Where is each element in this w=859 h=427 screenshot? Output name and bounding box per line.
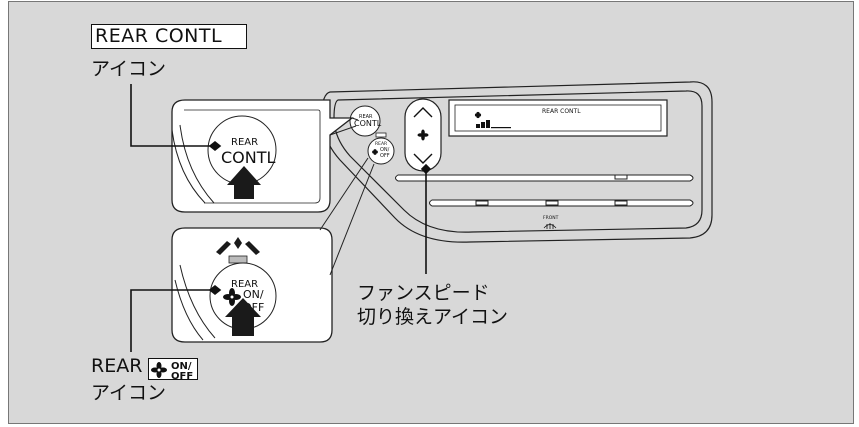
panel-onoff-top: REAR <box>375 141 387 147</box>
zoom-onoff-top: REAR <box>231 279 258 290</box>
fan-speed-switch[interactable] <box>404 98 442 172</box>
panel-onoff-button[interactable]: REAR ON/ OFF <box>367 137 395 165</box>
press-arrow-icon-2 <box>225 298 261 336</box>
fan-icon <box>151 362 167 378</box>
zoom-rear-contl-top: REAR <box>231 137 258 148</box>
zoom-rear-onoff: REAR ON/ OFF <box>171 227 333 343</box>
rear-onoff-key-box: ON/ OFF <box>148 358 198 381</box>
press-arrow-icon <box>227 166 261 199</box>
onoff-on-text: ON/ <box>171 361 192 372</box>
rear-onoff-prefix: REAR <box>91 355 143 377</box>
rear-contl-icon-caption: アイコン <box>91 58 167 80</box>
zoom-rear-contl: REAR CONTL <box>171 99 354 213</box>
panel-rear-contl-bottom: CONTL <box>354 119 382 128</box>
fan-speed-caption-line2: 切り換えアイコン <box>357 306 509 328</box>
rear-onoff-icon-caption: アイコン <box>91 382 167 404</box>
fan-switch-fan-icon <box>417 129 429 141</box>
down-arrow-icon[interactable] <box>413 153 433 164</box>
defrost-icon <box>543 223 557 229</box>
leader-lines <box>130 84 432 352</box>
fan-speed-caption-line1: ファンスピード <box>357 282 490 304</box>
zoom-onoff-fan-icon <box>223 288 241 306</box>
panel-lines <box>395 174 694 207</box>
rear-onoff-label: REAR <box>91 355 142 377</box>
up-arrow-icon[interactable] <box>413 107 433 118</box>
panel-onoff-off: OFF <box>380 153 390 159</box>
zoom-onoff-on: ON/ <box>243 288 264 301</box>
blink-indicator-icon <box>216 237 260 264</box>
display-fan-icon <box>474 111 482 119</box>
panel-onoff-fan-icon <box>372 149 378 155</box>
zoom-connectors <box>319 117 375 276</box>
display-title: REAR CONTL <box>542 108 581 115</box>
panel-rear-contl-top: REAR <box>359 114 373 120</box>
zoom-rear-contl-bottom: CONTL <box>221 148 276 167</box>
panel-rear-contl-button[interactable]: REAR CONTL <box>349 105 382 137</box>
onoff-off-text: OFF <box>171 371 193 381</box>
rear-display: REAR CONTL <box>448 99 668 137</box>
panel-onoff-on: ON/ <box>380 147 390 153</box>
panel-indicator <box>375 132 387 138</box>
diagram-frame <box>8 1 854 424</box>
rear-contl-key-label: REAR CONTL <box>91 24 247 49</box>
fan-level-bars <box>476 120 511 129</box>
front-label: FRONT <box>543 215 559 221</box>
